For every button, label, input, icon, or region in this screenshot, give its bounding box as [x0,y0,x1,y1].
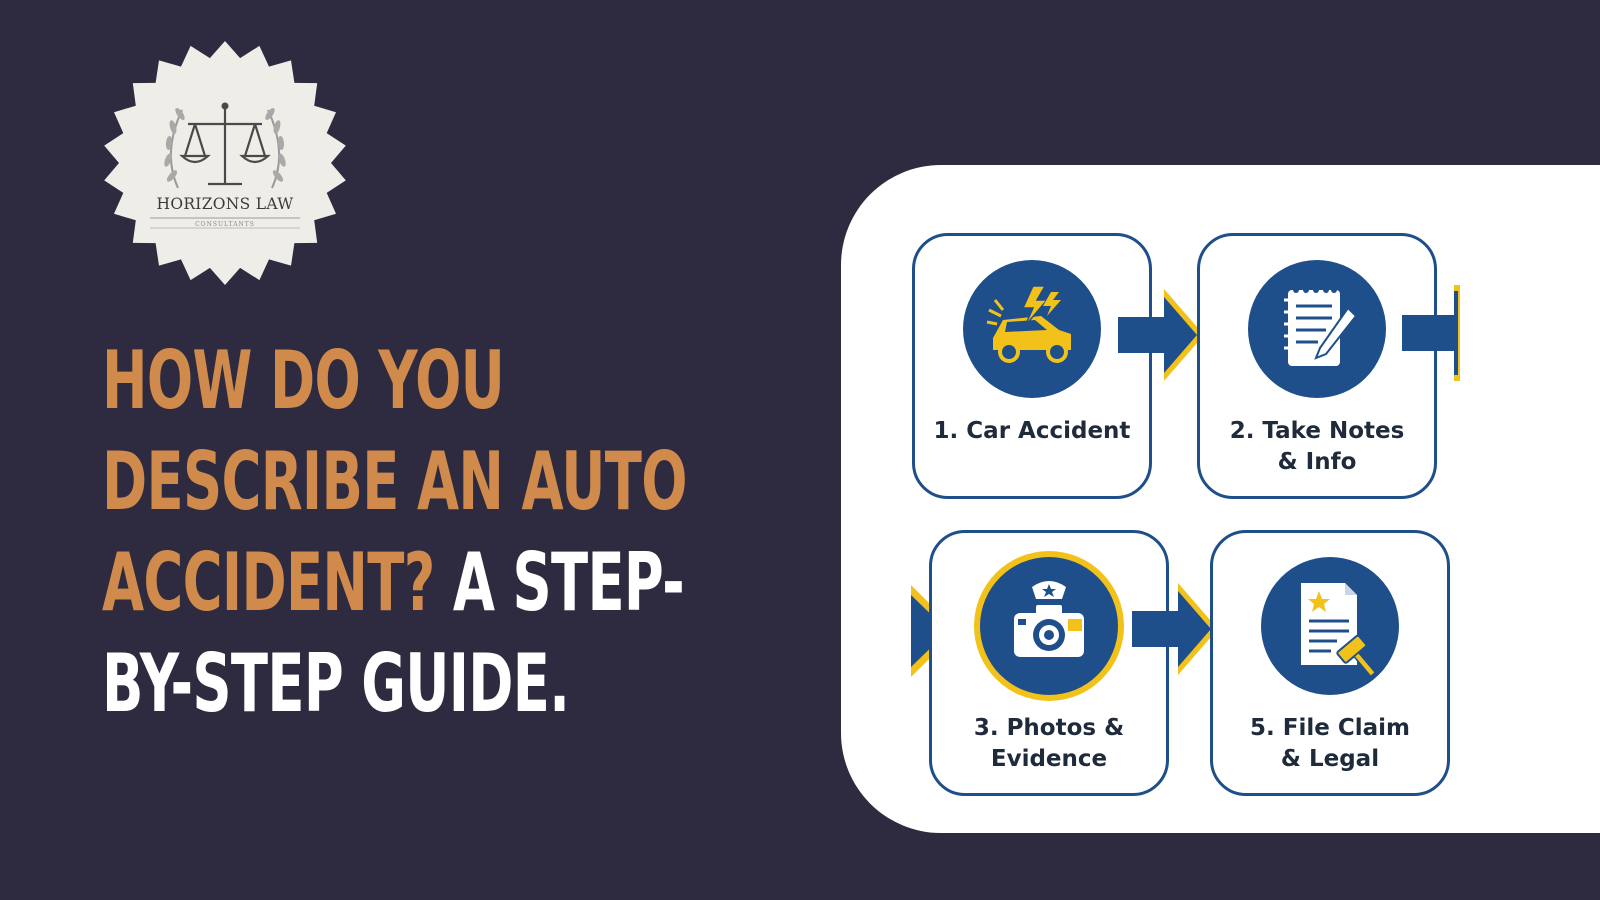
scales-of-justice-icon [104,41,346,285]
step-5-card: 5. File Claim & Legal [1210,530,1450,796]
step-1-label: 1. Car Accident [933,418,1131,444]
step-3-card: 3. Photos & Evidence [929,530,1169,796]
headline-line-2: DESCRIBE AN AUTO [102,435,687,528]
headline-line-4: BY-STEP GUIDE. [102,637,570,730]
headline-line-3-orange: ACCIDENT? [102,536,435,629]
headline: HOW DO YOU DESCRIBE AN AUTO ACCIDENT? A … [102,330,822,734]
headline-line-3: ACCIDENT? A STEP- [102,532,685,633]
arrow-right-icon [1402,285,1460,381]
legal-document-gavel-icon [1261,557,1399,695]
step-2-card: 2. Take Notes & Info [1197,233,1437,499]
police-camera-icon [980,557,1118,695]
firm-name: HORIZONS LAW [156,195,294,213]
step-5-label: 5. File Claim & Legal [1250,715,1410,772]
firm-subtitle: CONSULTANTS [195,221,255,228]
arrow-right-icon [1132,583,1218,675]
process-card: 1. Car Accident [841,165,1600,833]
arrow-right-icon [1118,289,1204,381]
step-2-label: 2. Take Notes & Info [1229,418,1405,475]
headline-line-1: HOW DO YOU [102,334,505,427]
notepad-pencil-icon [1248,260,1386,398]
headline-line-3-white: A STEP- [434,536,685,629]
logo-seal: HORIZONS LAW CONSULTANTS [100,38,350,288]
step-1-card: 1. Car Accident [912,233,1152,499]
step-3-label: 3. Photos & Evidence [973,715,1125,772]
car-crash-icon [963,260,1101,398]
